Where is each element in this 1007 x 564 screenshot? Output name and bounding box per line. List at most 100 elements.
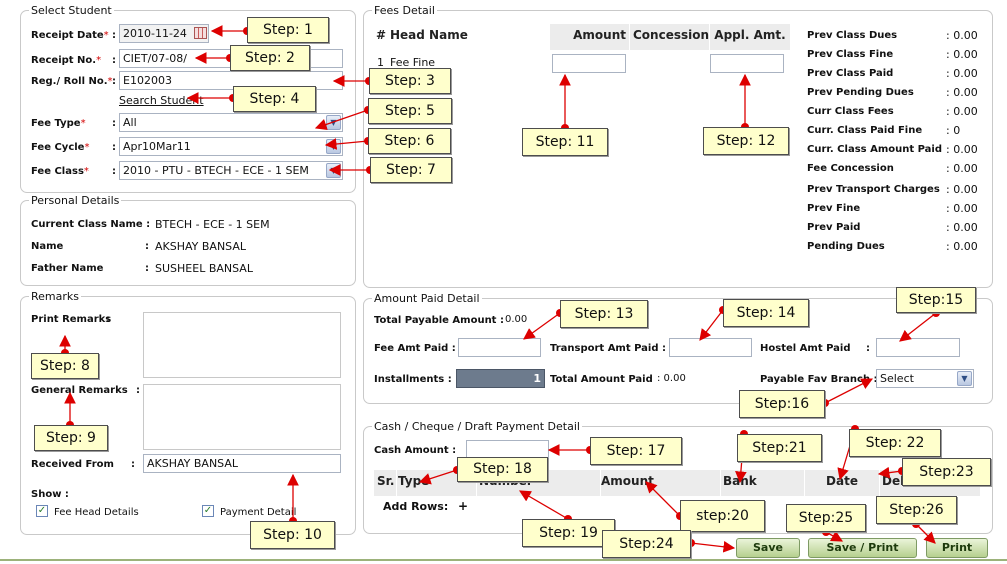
save-print-button[interactable]: Save / Print xyxy=(808,538,917,558)
total-amount-paid-value: : 0.00 xyxy=(657,373,686,384)
summary-label: Prev Paid xyxy=(807,222,861,233)
reg-roll-label: Reg./ Roll No.* xyxy=(31,76,113,87)
father-name-label: Father Name xyxy=(31,263,104,274)
receipt-date-label: Receipt Date* xyxy=(31,30,109,41)
step-callout-8: Step: 8 xyxy=(31,353,99,379)
name-label: Name xyxy=(31,241,64,252)
step-callout-23: Step:23 xyxy=(902,458,991,486)
dropdown-arrow-icon[interactable]: ▼ xyxy=(326,115,341,130)
summary-value: : 0.00 xyxy=(946,29,978,42)
summary-label: Curr. Class Amount Paid xyxy=(807,144,942,155)
step-callout-19: Step: 19 xyxy=(522,519,615,547)
col-header-bank: Bank xyxy=(721,470,805,496)
step-callout-12: Step: 12 xyxy=(703,127,789,155)
colon: : xyxy=(866,343,870,354)
colon: : xyxy=(112,166,116,177)
hostel-amt-paid-input[interactable] xyxy=(876,338,960,357)
transport-amt-paid-label: Transport Amt Paid : xyxy=(550,343,666,354)
installments-label: Installments : xyxy=(374,374,452,385)
payment-detail-checkbox[interactable]: ✓ xyxy=(202,505,214,517)
installments-input[interactable]: 1 xyxy=(456,369,545,388)
step-callout-10: Step: 10 xyxy=(250,521,335,549)
step-callout-24: Step:24 xyxy=(602,530,691,558)
step-callout-7: Step: 7 xyxy=(370,157,452,183)
fee-head-details-label: Fee Head Details xyxy=(54,507,139,518)
summary-value: : 0.00 xyxy=(946,143,978,156)
step-callout-22: Step: 22 xyxy=(849,429,941,457)
col-header-amount: Amount xyxy=(601,470,721,496)
step-callout-5: Step: 5 xyxy=(368,98,452,124)
step-callout-1: Step: 1 xyxy=(247,17,329,43)
fee-class-select[interactable]: 2010 - PTU - BTECH - ECE - 1 SEM▼ xyxy=(119,161,343,180)
bottom-divider xyxy=(0,559,1007,561)
search-student-link[interactable]: Search Student xyxy=(119,94,204,107)
summary-value: : 0.00 xyxy=(946,183,978,196)
payment-detail-legend: Cash / Cheque / Draft Payment Detail xyxy=(374,420,580,433)
summary-value: : 0.00 xyxy=(946,67,978,80)
colon: : xyxy=(136,385,140,396)
amount-paid-panel: Amount Paid Detail xyxy=(363,292,993,404)
cash-amount-label: Cash Amount : xyxy=(374,445,457,456)
save-button[interactable]: Save xyxy=(736,538,800,558)
colon: : xyxy=(112,30,116,41)
summary-value: : 0.00 xyxy=(946,86,978,99)
print-remarks-textarea[interactable] xyxy=(143,312,341,378)
summary-label: Prev Fine xyxy=(807,203,861,214)
annotation-arrow-24 xyxy=(690,540,736,553)
received-from-label: Received From xyxy=(31,459,114,470)
remarks-panel: Remarks xyxy=(20,290,356,535)
name-value: AKSHAY BANSAL xyxy=(155,240,247,253)
reg-roll-input[interactable]: E102003 xyxy=(119,71,343,90)
add-rows-button[interactable]: + xyxy=(458,499,469,513)
fees-table-header: # Head Name Amount Concession Appl. Amt. xyxy=(373,24,791,50)
step-callout-15: Step:15 xyxy=(896,287,976,313)
transport-amt-paid-input[interactable] xyxy=(669,338,752,357)
colon: : xyxy=(131,459,135,470)
total-payable-value: 0.00 xyxy=(505,314,528,325)
step-callout-17: Step: 17 xyxy=(590,437,682,465)
payment-detail-label: Payment Detail xyxy=(220,507,297,518)
fees-row-appl-amt-input[interactable] xyxy=(710,54,784,73)
fee-cycle-select[interactable]: Apr10Mar11▼ xyxy=(119,137,343,156)
summary-value: : 0.00 xyxy=(946,48,978,61)
payable-fav-branch-select[interactable]: Select▼ xyxy=(876,369,974,388)
fee-cycle-label: Fee Cycle* xyxy=(31,142,90,153)
add-rows-label: Add Rows: xyxy=(383,500,449,513)
received-from-input[interactable]: AKSHAY BANSAL xyxy=(143,454,341,473)
summary-value: : 0.00 xyxy=(946,105,978,118)
summary-label: Prev Transport Charges xyxy=(807,184,940,195)
print-button[interactable]: Print xyxy=(926,538,988,558)
fees-detail-panel: Fees Detail xyxy=(363,4,993,288)
col-header-date: Date xyxy=(805,470,880,496)
fee-head-details-checkbox[interactable]: ✓ xyxy=(36,505,48,517)
fees-row-number: 1 xyxy=(377,56,384,69)
colon: : xyxy=(112,118,116,129)
fees-detail-legend: Fees Detail xyxy=(374,4,435,17)
step-callout-13: Step: 13 xyxy=(560,300,648,328)
amount-paid-legend: Amount Paid Detail xyxy=(374,292,480,305)
step-callout-26: Step:26 xyxy=(876,496,957,524)
dropdown-arrow-icon[interactable]: ▼ xyxy=(326,163,341,178)
step-callout-4: Step: 4 xyxy=(233,86,316,112)
summary-value: : 0.00 xyxy=(946,221,978,234)
print-remarks-label: Print Remarks xyxy=(31,314,112,325)
fee-class-label: Fee Class* xyxy=(31,166,89,177)
total-payable-label: Total Payable Amount : xyxy=(374,315,504,326)
dropdown-arrow-icon[interactable]: ▼ xyxy=(326,139,341,154)
fee-type-select[interactable]: All▼ xyxy=(119,113,343,132)
calendar-icon[interactable] xyxy=(194,27,207,39)
summary-label: Fee Concession xyxy=(807,163,894,174)
dropdown-arrow-icon[interactable]: ▼ xyxy=(957,371,972,386)
fees-row-head-name: Fee Fine xyxy=(390,56,436,69)
fees-row-amount-input[interactable] xyxy=(552,54,626,73)
payable-fav-branch-label: Payable Fav Branch : xyxy=(760,374,878,385)
select-student-legend: Select Student xyxy=(31,4,112,17)
receipt-date-input[interactable]: 2010-11-24 xyxy=(119,24,209,43)
step-callout-11: Step: 11 xyxy=(522,128,608,156)
general-remarks-textarea[interactable] xyxy=(143,384,341,450)
general-remarks-label: General Remarks xyxy=(31,385,128,396)
fee-amt-paid-input[interactable] xyxy=(458,338,541,357)
step-callout-14: Step: 14 xyxy=(723,299,809,327)
receipt-no-label: Receipt No.* xyxy=(31,55,102,66)
remarks-legend: Remarks xyxy=(31,290,79,303)
